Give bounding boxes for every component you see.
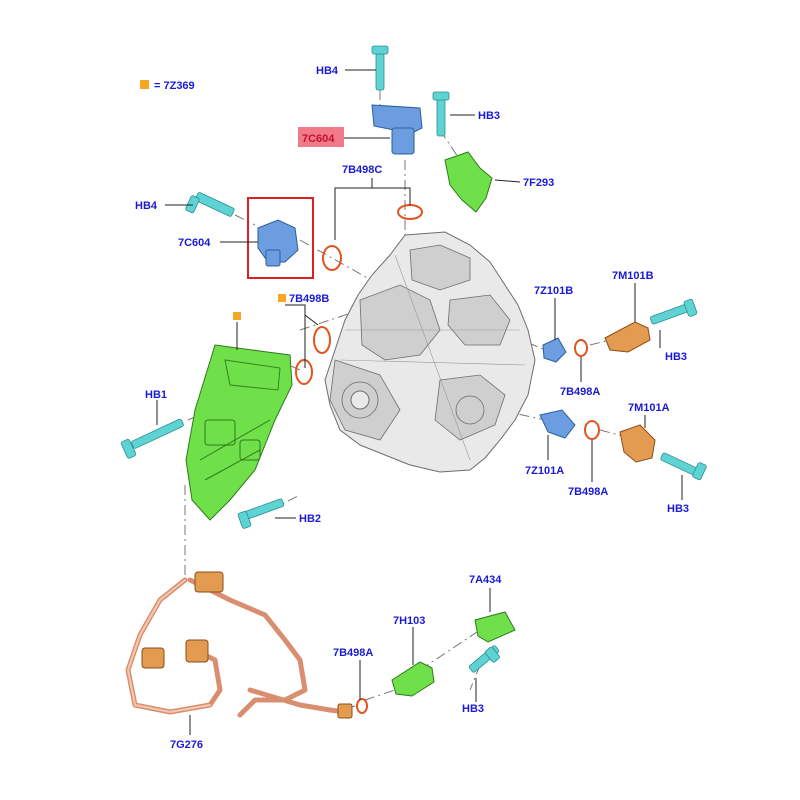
label-g276: 7G276 [170, 739, 203, 751]
label-hb3-right2: HB3 [667, 503, 689, 515]
label-b498a-2: 7B498A [568, 486, 608, 498]
label-hb3-bottom: HB3 [462, 703, 484, 715]
label-hb3-top: HB3 [478, 110, 500, 122]
b498a-oring-2 [584, 420, 600, 440]
transmission-case [324, 231, 536, 473]
c604-top-label-highlight [298, 127, 344, 147]
label-h103: 7H103 [393, 615, 425, 627]
h103-sensor [391, 661, 435, 697]
wiring-harness [125, 571, 353, 719]
top-right-bracket [432, 91, 493, 213]
m101b-sensor [604, 321, 651, 353]
b498a-oring-3 [356, 698, 368, 714]
green-control-unit [185, 344, 293, 521]
b498b-legend-swatch [278, 294, 286, 302]
leader-lines [156, 69, 683, 735]
green-unit-legend-swatch [233, 312, 241, 320]
legend-swatch [140, 80, 149, 89]
hb4-top-bolt [375, 49, 385, 91]
label-c604-top: 7C604 [302, 133, 335, 145]
b498b-orings [233, 294, 331, 385]
label-z101a: 7Z101A [525, 465, 564, 477]
hb4-left-bolt [195, 192, 235, 217]
z101b-bracket [542, 337, 567, 363]
part-labels: HB4 7C604 HB3 7F293 7B498C HB4 7C604 7B4… [135, 65, 689, 751]
top-sensor-assembly [371, 45, 423, 155]
label-m101a: 7M101A [628, 402, 670, 414]
label-b498a-3: 7B498A [333, 647, 373, 659]
a434-connector [474, 611, 516, 643]
z101a-bracket [539, 409, 576, 439]
hb2-bolt [244, 498, 284, 520]
label-hb2: HB2 [299, 513, 321, 525]
label-a434: 7A434 [469, 574, 502, 586]
label-hb3-right1: HB3 [665, 351, 687, 363]
hb1-bolt [131, 418, 184, 449]
f293-bracket [444, 151, 493, 213]
b498c-oring-2 [322, 245, 342, 271]
b498a-oring-1 [574, 339, 588, 357]
label-b498a-1: 7B498A [560, 386, 600, 398]
bottom-sensor-assembly [356, 611, 516, 714]
left-sensor-assembly [185, 192, 314, 279]
b498c-oring-1 [397, 204, 423, 220]
c604-highlight-box [247, 197, 314, 279]
label-z101b: 7Z101B [534, 285, 573, 297]
label-hb1: HB1 [145, 389, 167, 401]
label-m101b: 7M101B [612, 270, 654, 282]
hb3-top-bolt [436, 95, 446, 137]
right-upper-sensor [542, 298, 698, 363]
label-hb4-left: HB4 [135, 200, 158, 212]
label-hb4-top: HB4 [316, 65, 339, 77]
lower-left-bolts [120, 418, 284, 529]
label-c604-left: 7C604 [178, 237, 211, 249]
m101a-sensor [619, 424, 656, 463]
label-b498c: 7B498C [342, 164, 382, 176]
legend-text: = 7Z369 [154, 80, 195, 92]
label-b498b: 7B498B [289, 293, 329, 305]
right-lower-sensor [539, 409, 707, 481]
label-f293: 7F293 [523, 177, 554, 189]
legend: = 7Z369 [140, 80, 195, 92]
